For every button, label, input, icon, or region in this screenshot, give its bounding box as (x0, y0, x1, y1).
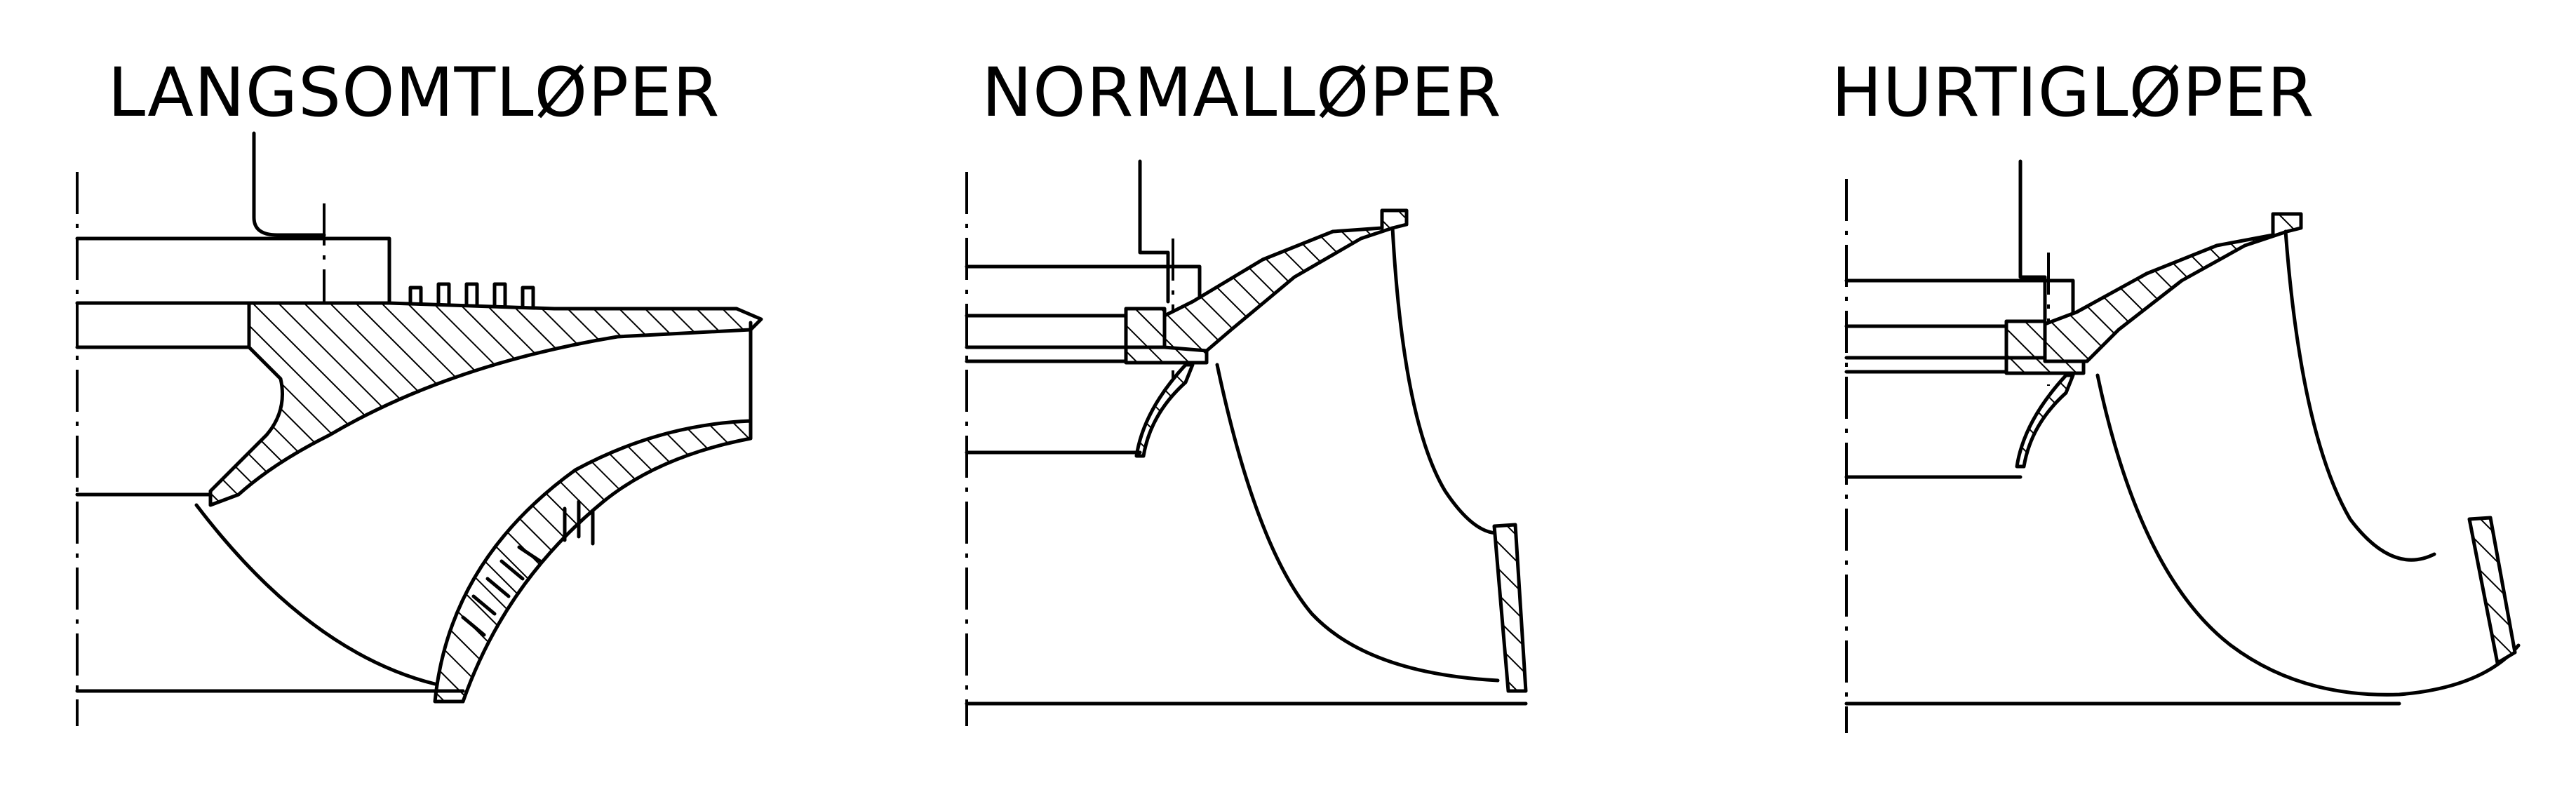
labyrinth-seal-band (461, 499, 595, 637)
outlet-band-section (2467, 516, 2517, 665)
hub-section (1124, 307, 1167, 349)
panel-title-fast: HURTIGLØPER (1832, 53, 2315, 132)
panel-slow-runner: LANGSOMTLØPER (75, 53, 763, 726)
labyrinth-seal-top (408, 282, 535, 311)
hub-upper (75, 236, 391, 304)
hub-upper (1844, 278, 2075, 314)
shaft-lead (1138, 159, 1170, 304)
blade-leading-edge (2095, 373, 2521, 697)
shaft-lead (252, 131, 326, 237)
panel-title-slow: LANGSOMTLØPER (108, 53, 720, 132)
blade-trailing-edge (1390, 226, 1500, 535)
hub-upper (965, 264, 1202, 304)
inner-band-section (1134, 363, 1195, 458)
crown-section (1162, 208, 1409, 353)
hub-lower (75, 301, 251, 349)
blade-leading-edge (1215, 363, 1500, 683)
hub-section (2004, 319, 2047, 362)
hub-lines (1844, 324, 2008, 374)
panel-title-normal: NORMALLØPER (981, 53, 1501, 132)
panel-fast-runner: HURTIGLØPER (1832, 53, 2521, 733)
inner-band-section (2015, 373, 2075, 469)
crown-section (208, 301, 763, 507)
band-section (433, 419, 753, 704)
outlet-band-section (1492, 523, 1528, 693)
shaft-lead (2018, 159, 2047, 321)
hub-lines (965, 314, 1132, 363)
blade-curve (194, 503, 437, 686)
blade-trailing-edge (2283, 229, 2436, 562)
crown-section (2043, 212, 2303, 363)
panel-normal-runner: NORMALLØPER (965, 53, 1528, 726)
